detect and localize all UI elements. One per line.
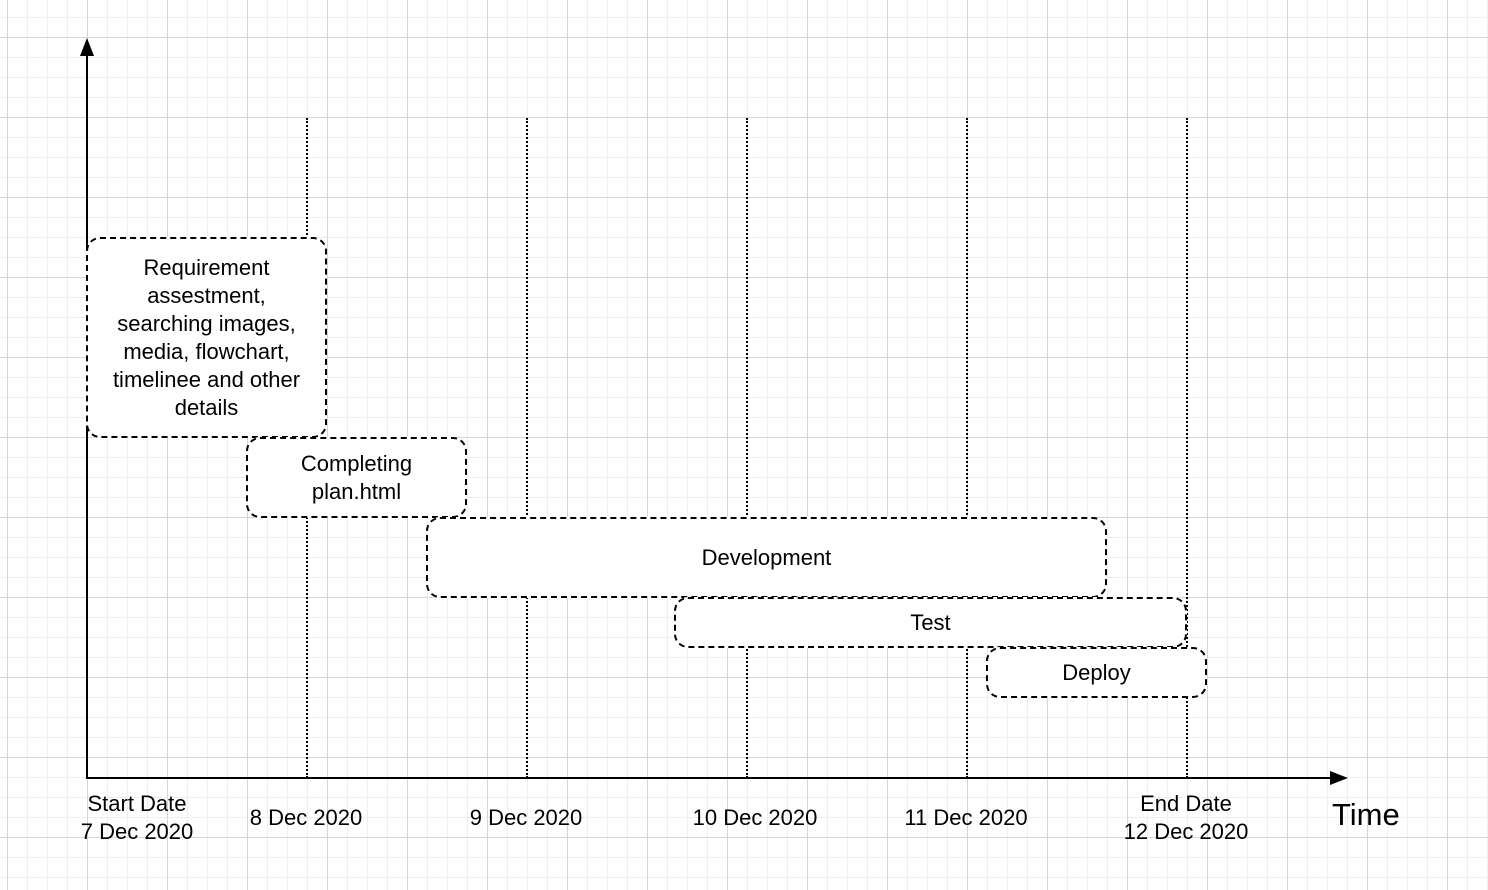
tick-11-dec-label: 11 Dec 2020 — [904, 805, 1028, 830]
tick-8-dec-label: 8 Dec 2020 — [249, 805, 363, 830]
gridline-12-dec — [1186, 118, 1188, 778]
task-deploy-label: Deploy — [1062, 659, 1131, 685]
gridline-11-dec — [966, 118, 968, 778]
task-test-label: Test — [910, 609, 951, 635]
y-axis-arrow-icon — [80, 38, 94, 56]
x-axis-arrow-icon — [1330, 771, 1348, 785]
gridline-9-dec — [526, 118, 528, 778]
tick-10-dec: 10 Dec 2020 — [693, 804, 818, 832]
tick-9-dec-label: 9 Dec 2020 — [469, 805, 583, 830]
task-requirement-label: Requirement assestment, searching images… — [112, 254, 301, 420]
task-completing-plan-label: Completing plan.html — [300, 450, 413, 504]
tick-9-dec: 9 Dec 2020 — [470, 804, 583, 832]
task-deploy[interactable]: Deploy — [986, 647, 1207, 698]
tick-end-date: End Date 12 Dec 2020 — [1124, 790, 1249, 846]
tick-end-date-line2: 12 Dec 2020 — [1123, 819, 1249, 844]
tick-start-date-line1: Start Date — [87, 791, 187, 816]
x-axis-label: Time — [1332, 797, 1400, 832]
task-requirement[interactable]: Requirement assestment, searching images… — [86, 237, 327, 438]
x-axis — [86, 777, 1336, 779]
tick-end-date-line1: End Date — [1140, 791, 1232, 816]
task-completing-plan[interactable]: Completing plan.html — [246, 437, 467, 518]
tick-8-dec: 8 Dec 2020 — [250, 804, 363, 832]
tick-start-date: Start Date 7 Dec 2020 — [81, 790, 194, 846]
gridline-10-dec — [746, 118, 748, 778]
task-development-label: Development — [701, 544, 832, 570]
tick-start-date-line2: 7 Dec 2020 — [80, 819, 194, 844]
tick-11-dec: 11 Dec 2020 — [904, 804, 1027, 832]
tick-10-dec-label: 10 Dec 2020 — [692, 805, 818, 830]
task-test[interactable]: Test — [674, 597, 1187, 648]
task-development[interactable]: Development — [426, 517, 1107, 598]
